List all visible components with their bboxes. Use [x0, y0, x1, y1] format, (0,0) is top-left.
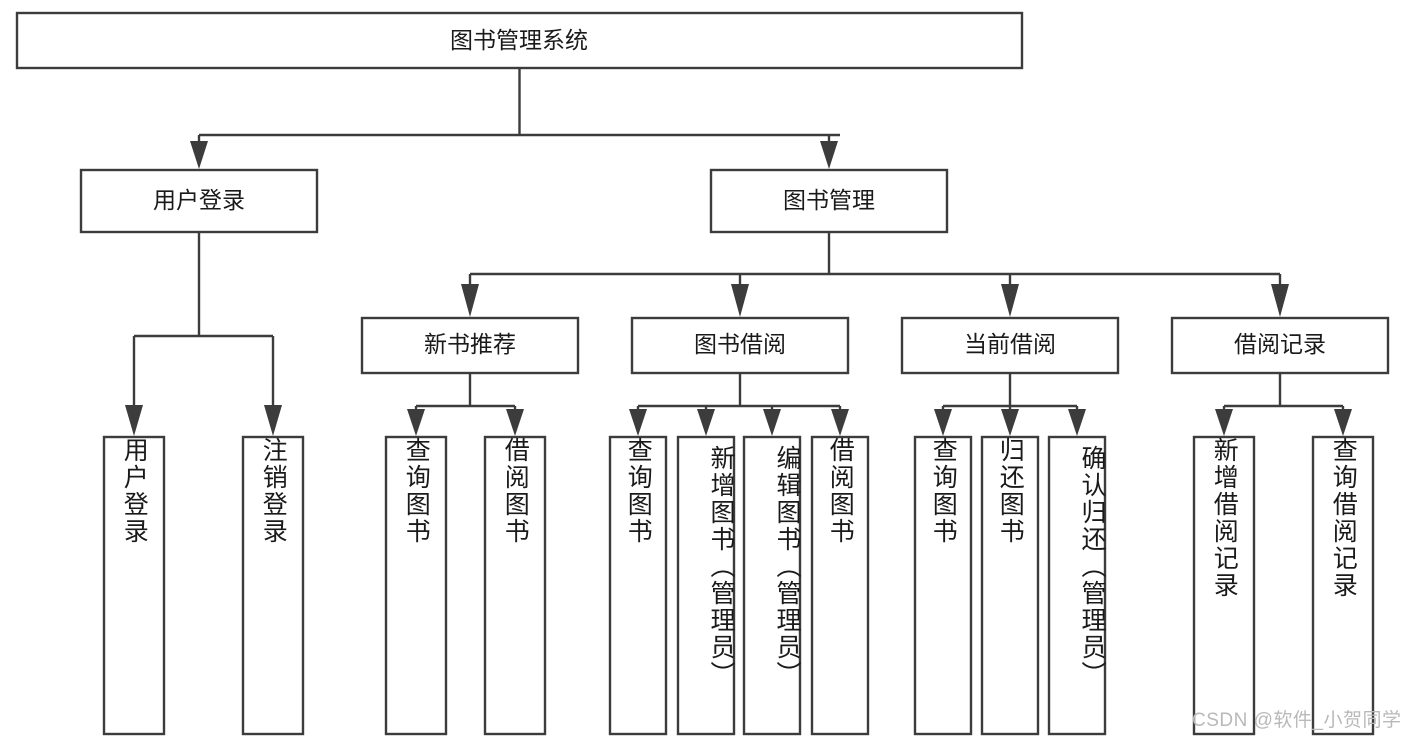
- csdn-watermark: CSDN @软件_小贺同学: [1192, 710, 1402, 731]
- node-root[interactable]: [15, 11, 1024, 70]
- label-book-management: 图书管理: [783, 187, 875, 213]
- label-user-login: 用户登录: [153, 187, 245, 213]
- node-leaf-logout[interactable]: [241, 435, 305, 736]
- node-leaf-confirm-return[interactable]: [1047, 435, 1107, 736]
- arrow-head-leaf-edit-book: [763, 409, 781, 436]
- node-leaf-add-borrow-record[interactable]: [1192, 435, 1256, 736]
- arrow-head-leaf-confirm-return: [1068, 409, 1086, 436]
- arrow-head-new-book-recommend: [461, 284, 479, 317]
- nodes-layer: [15, 11, 1390, 736]
- arrow-head-leaf-query-book-current: [934, 409, 952, 436]
- arrow-head-current-borrow: [1001, 284, 1019, 317]
- label-root: 图书管理系统: [450, 27, 588, 53]
- arrow-head-leaf-logout: [264, 405, 282, 436]
- node-user-login[interactable]: [79, 168, 319, 234]
- node-book-borrow[interactable]: [630, 316, 850, 375]
- arrow-head-leaf-query-book-recommend: [407, 409, 425, 436]
- node-leaf-borrow-book[interactable]: [810, 435, 870, 736]
- arrow-head-book-borrow: [731, 284, 749, 317]
- node-leaf-query-borrow-record[interactable]: [1311, 435, 1375, 736]
- arrow-head-leaf-add-book: [697, 409, 715, 436]
- node-borrow-record[interactable]: [1170, 316, 1390, 375]
- node-leaf-query-book-recommend[interactable]: [384, 435, 448, 736]
- node-leaf-add-book[interactable]: [676, 435, 736, 736]
- node-current-borrow[interactable]: [900, 316, 1120, 375]
- arrow-head-leaf-borrow-book: [831, 409, 849, 436]
- arrow-head-book-management: [820, 141, 838, 169]
- node-leaf-borrow-book-recommend[interactable]: [483, 435, 547, 736]
- node-leaf-return-book[interactable]: [980, 435, 1040, 736]
- arrow-head-leaf-query-borrow-record: [1334, 409, 1352, 436]
- label-new-book-recommend: 新书推荐: [424, 331, 516, 357]
- arrow-head-borrow-record: [1271, 284, 1289, 317]
- node-leaf-edit-book[interactable]: [742, 435, 802, 736]
- label-book-borrow: 图书借阅: [694, 331, 786, 357]
- node-new-book-recommend[interactable]: [360, 316, 580, 375]
- node-leaf-query-book-borrow[interactable]: [608, 435, 668, 736]
- arrow-head-leaf-add-borrow-record: [1215, 409, 1233, 436]
- node-leaf-query-book-current[interactable]: [913, 435, 973, 736]
- arrow-head-leaf-query-book-borrow: [629, 409, 647, 436]
- label-borrow-record: 借阅记录: [1234, 331, 1326, 357]
- node-leaf-user-login[interactable]: [102, 435, 166, 736]
- arrow-head-leaf-borrow-book-recommend: [506, 409, 524, 436]
- arrow-head-leaf-user-login: [125, 405, 143, 436]
- connectors-layer: [125, 68, 1352, 436]
- node-book-management[interactable]: [709, 168, 949, 234]
- arrow-head-user-login: [190, 141, 208, 169]
- horizontal-labels-layer: 图书管理系统 用户登录 图书管理 新书推荐 图书借阅 当前借阅 借阅记录: [153, 27, 1326, 357]
- label-current-borrow: 当前借阅: [964, 331, 1056, 357]
- arrow-head-leaf-return-book: [1001, 409, 1019, 436]
